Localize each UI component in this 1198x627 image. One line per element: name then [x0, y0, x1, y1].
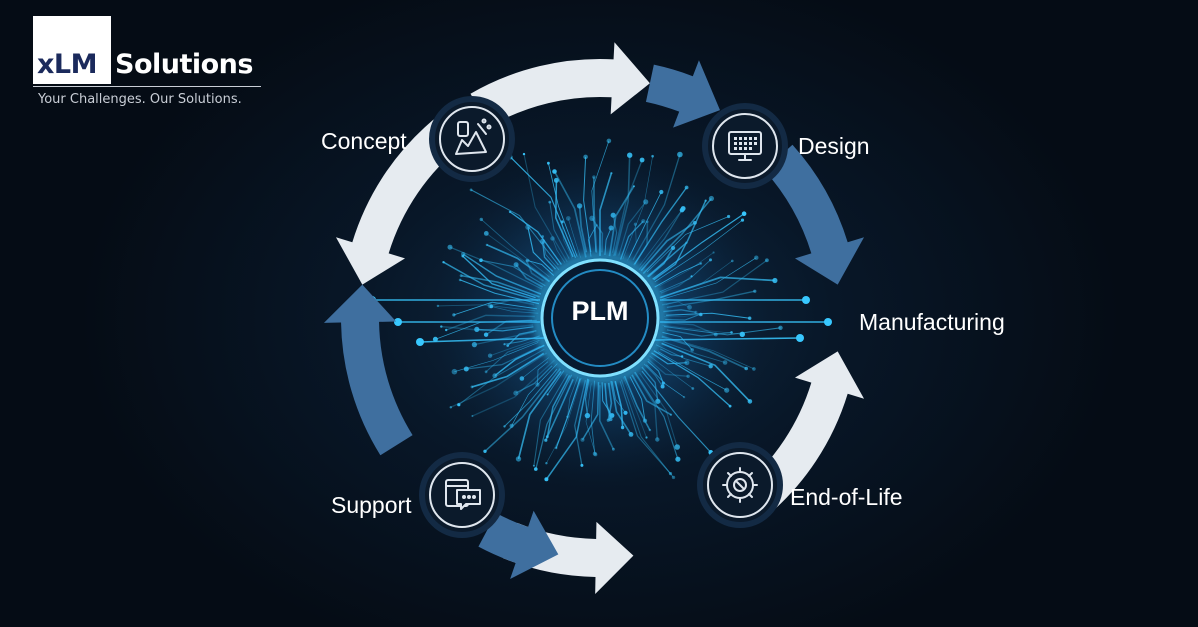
arrow-concept-to-design-light	[470, 42, 650, 127]
logo-brand-prefix: xLM	[37, 49, 98, 80]
stage-node-concept	[429, 96, 515, 182]
circuit-node-dot	[765, 258, 769, 263]
circuit-node-dot	[522, 152, 526, 156]
chat-screen-icon	[445, 479, 481, 510]
stage-label-concept: Concept	[321, 128, 407, 154]
stage-label-end-of-life: End-of-Life	[790, 484, 903, 510]
stage-label-support: Support	[331, 492, 412, 518]
arrow-support-to-concept	[323, 284, 413, 456]
circuit-node-dot	[772, 277, 778, 284]
arrow-concept-loop	[335, 113, 464, 285]
stage-node-support	[419, 452, 505, 538]
logo-tagline: Your Challenges. Our Solutions.	[38, 92, 242, 107]
circuit-endpoint-dot	[796, 334, 804, 342]
plm-label: PLM	[571, 296, 629, 326]
plm-core-node	[534, 252, 666, 384]
circuit-node-dot	[741, 211, 747, 216]
pencil-chart-icon	[455, 118, 492, 155]
stage-label-manufacturing: Manufacturing	[859, 309, 1005, 335]
circuit-node-dot	[606, 138, 612, 144]
circuit-endpoint-dot	[394, 318, 402, 326]
stage-node-end-of-life	[697, 442, 783, 528]
circuit-endpoint-dot	[802, 296, 810, 304]
circuit-endpoint-dot	[824, 318, 832, 326]
arrow-support-to-end-of-life-blue	[478, 510, 559, 580]
circuit-node-dot	[778, 325, 783, 330]
logo-white-box	[33, 16, 111, 84]
circuit-node-dot	[483, 449, 487, 453]
circuit-node-dot	[671, 475, 676, 480]
arrow-concept-to-design-blue	[645, 60, 720, 128]
logo-divider	[33, 86, 261, 87]
stage-label-design: Design	[798, 133, 870, 159]
monitor-grid-icon	[728, 131, 762, 161]
circuit-endpoint-dot	[416, 338, 424, 346]
gear-recycle-icon	[722, 467, 758, 503]
circuit-node-dot	[740, 218, 745, 222]
arrow-design-to-manufacturing	[764, 144, 865, 285]
circuit-node-dot	[469, 188, 473, 192]
circuit-node-dot	[449, 406, 452, 409]
company-logo: xLM Solutions Your Challenges. Our Solut…	[33, 16, 273, 112]
stage-node-design	[702, 103, 788, 189]
circuit-node-dot	[677, 151, 683, 158]
logo-brand-suffix: Solutions	[115, 49, 253, 80]
